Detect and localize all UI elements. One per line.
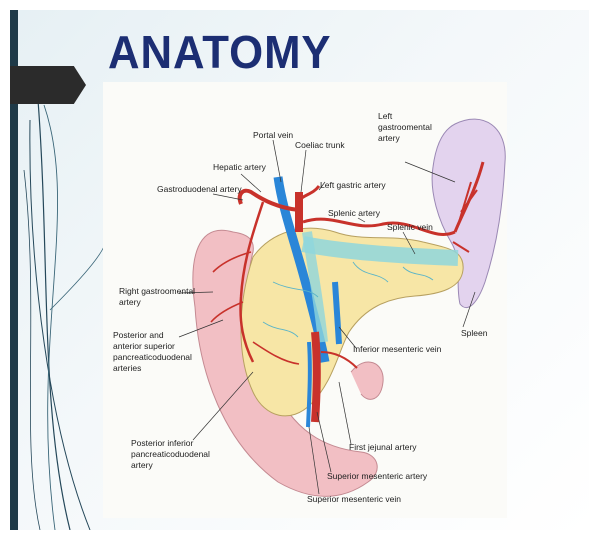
label-post-ant-2: anterior superior xyxy=(113,341,175,351)
hepatic-artery xyxy=(240,191,299,210)
label-left-gastric-artery: Left gastric artery xyxy=(320,180,386,190)
label-first-jejunal-artery: First jejunal artery xyxy=(349,442,417,452)
label-spleen: Spleen xyxy=(461,328,488,338)
label-post-inf-3: artery xyxy=(131,460,153,470)
label-coeliac-trunk: Coeliac trunk xyxy=(295,140,345,150)
label-post-inf-1: Posterior inferior xyxy=(131,438,194,448)
label-superior-mesenteric-artery: Superior mesenteric artery xyxy=(327,471,428,481)
label-post-ant-1: Posterior and xyxy=(113,330,164,340)
pancreas-anatomy-diagram: Portal vein Coeliac trunk Hepatic artery… xyxy=(103,82,507,518)
label-post-ant-3: pancreaticoduodenal xyxy=(113,352,192,362)
slide-title: ANATOMY xyxy=(108,24,332,80)
label-superior-mesenteric-vein: Superior mesenteric vein xyxy=(307,494,401,504)
superior-mesenteric-vein xyxy=(308,342,310,427)
superior-mesenteric-artery xyxy=(315,332,317,422)
label-inferior-mesenteric-vein: Inferior mesenteric vein xyxy=(353,344,442,354)
label-splenic-vein: Splenic vein xyxy=(387,222,433,232)
label-left-gastroomental-3: artery xyxy=(378,133,400,143)
label-portal-vein: Portal vein xyxy=(253,130,293,140)
arrow-tab xyxy=(10,66,86,104)
label-splenic-artery: Splenic artery xyxy=(328,208,381,218)
label-left-gastroomental-2: gastroomental xyxy=(378,122,432,132)
diagram-panel: Portal vein Coeliac trunk Hepatic artery… xyxy=(103,82,507,518)
label-post-inf-2: pancreaticoduodenal xyxy=(131,449,210,459)
label-hepatic-artery: Hepatic artery xyxy=(213,162,267,172)
slide: ANATOMY xyxy=(10,10,589,530)
label-right-gastroomental-1: Right gastroomental xyxy=(119,286,195,296)
label-left-gastroomental-1: Left xyxy=(378,111,393,121)
label-post-ant-4: arteries xyxy=(113,363,141,373)
label-gastroduodenal-artery: Gastroduodenal artery xyxy=(157,184,242,194)
label-right-gastroomental-2: artery xyxy=(119,297,141,307)
inferior-mesenteric-vein xyxy=(335,282,339,344)
